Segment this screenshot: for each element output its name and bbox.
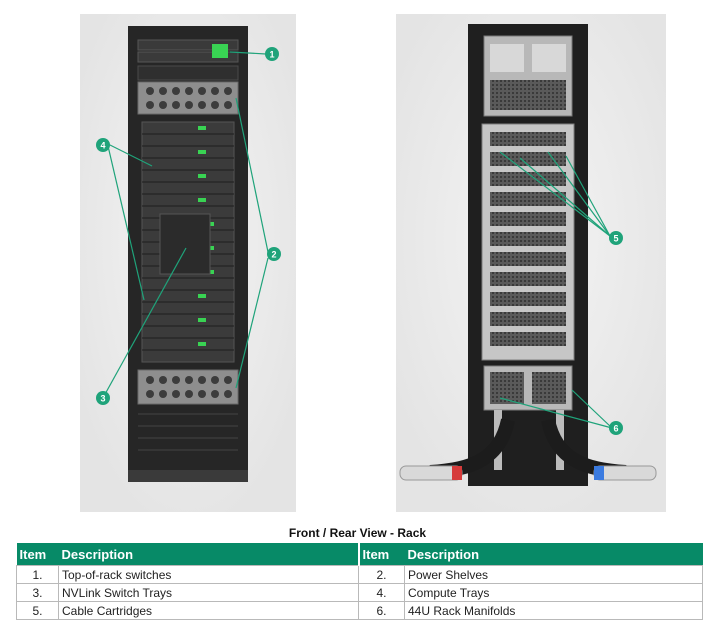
header-item-left: Item [16,543,59,566]
lower-power-shelf [137,369,239,405]
callout-2: 2 [267,247,281,261]
item-description: NVLink Switch Trays [58,583,359,602]
item-description: 44U Rack Manifolds [404,601,703,620]
top-of-rack-switches [137,39,239,51]
item-description: Power Shelves [404,565,703,584]
item-number: 2. [358,565,405,584]
item-description: Top-of-rack switches [58,565,359,584]
svg-text:3: 3 [100,394,105,404]
item-number: 6. [358,601,405,620]
item-number: 1. [16,565,59,584]
callout-4: 4 [96,138,110,152]
svg-text:4: 4 [100,141,105,151]
item-description: Compute Trays [404,583,703,602]
rear-rack [399,24,657,486]
svg-text:2: 2 [271,250,276,260]
front-rack [128,26,248,482]
callout-1: 1 [265,47,279,61]
svg-text:5: 5 [613,234,618,244]
table-row: 5. Cable Cartridges 6. 44U Rack Manifold… [16,601,703,620]
coupling-red [452,466,462,480]
table-row: 3. NVLink Switch Trays 4. Compute Trays [16,583,703,602]
header-description-left: Description [58,543,359,566]
coupling-blue [594,466,604,480]
svg-text:6: 6 [613,424,618,434]
upper-power-shelf [137,81,239,115]
item-number: 4. [358,583,405,602]
nvlink-switch-trays [159,213,211,275]
svg-text:1: 1 [269,50,274,60]
callout-6: 6 [609,421,623,435]
header-item-right: Item [357,543,405,566]
callout-3: 3 [96,391,110,405]
rack-figure: 1 2 3 4 5 6 [80,14,666,512]
table-row: 1. Top-of-rack switches 2. Power Shelves [16,565,703,584]
header-description-right: Description [404,543,703,566]
figure-caption: Front / Rear View - Rack [288,526,427,540]
legend-table: Item Description Item Description 1. Top… [16,543,703,620]
legend-header-row: Item Description Item Description [16,543,703,566]
callout-lines [103,51,613,429]
item-description: Cable Cartridges [58,601,359,620]
item-number: 3. [16,583,59,602]
callout-5: 5 [609,231,623,245]
item-number: 5. [16,601,59,620]
